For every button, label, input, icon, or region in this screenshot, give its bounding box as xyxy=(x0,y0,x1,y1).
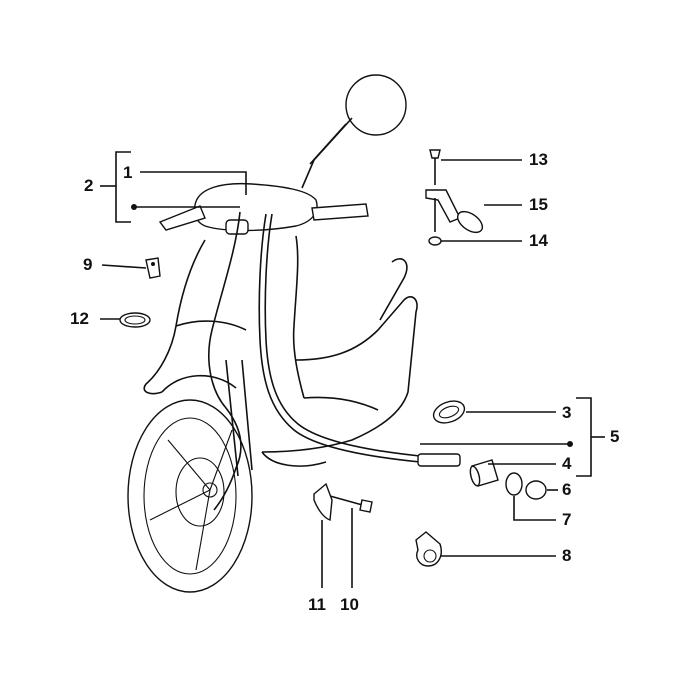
cap-6 xyxy=(525,480,547,500)
callout-6: 6 xyxy=(562,480,572,499)
front-shield-right xyxy=(292,235,305,399)
floor-edge xyxy=(303,396,379,411)
band-clamp-3 xyxy=(432,400,466,424)
bracket-15-knob xyxy=(456,210,484,234)
callout-5: 5 xyxy=(610,427,620,446)
right-grip xyxy=(311,203,369,221)
front-shield-left xyxy=(143,239,206,395)
band-clamp-12 xyxy=(119,312,151,328)
bracket-15 xyxy=(425,189,461,223)
bolt-10-head xyxy=(359,499,373,513)
front-fender xyxy=(161,374,237,393)
callout-2: 2 xyxy=(84,176,94,195)
left-grip xyxy=(158,205,206,231)
callout-10: 10 xyxy=(340,595,359,614)
clip-9-hole xyxy=(151,262,155,266)
front-tire xyxy=(127,399,253,593)
callout-11: 11 xyxy=(308,595,326,614)
bracket-2 xyxy=(115,151,131,223)
mirror-stem xyxy=(301,117,353,189)
callout-15: 15 xyxy=(529,195,548,214)
bracket-11 xyxy=(313,482,333,521)
clip-9 xyxy=(145,257,161,279)
leader-7 xyxy=(513,496,556,521)
front-rim xyxy=(143,417,237,575)
mirror-stem-edge xyxy=(309,123,347,165)
nut-14 xyxy=(428,236,442,246)
cable-end-fitting xyxy=(417,453,461,467)
leader-1 xyxy=(140,171,247,195)
band-clamp-12-inner xyxy=(124,315,146,325)
loose-parts xyxy=(119,149,547,567)
mirror-head xyxy=(345,74,407,136)
callout-1: 1 xyxy=(123,163,133,182)
bushing-7 xyxy=(505,472,523,496)
callout-8: 8 xyxy=(562,546,572,565)
brake-disc xyxy=(175,457,225,527)
cable-5 xyxy=(258,213,421,463)
underbody xyxy=(261,451,327,467)
leader-lines xyxy=(100,151,605,588)
callout-14: 14 xyxy=(529,231,548,250)
cable-5-edge xyxy=(264,213,421,457)
leader-9 xyxy=(101,264,147,269)
wheel-spokes xyxy=(149,429,233,571)
band-clamp-3-inner xyxy=(438,405,460,419)
callout-9: 9 xyxy=(83,255,93,274)
seat-nose xyxy=(379,258,408,321)
shield-crease xyxy=(175,320,247,331)
sleeve-4-end xyxy=(469,465,481,487)
callout-4: 4 xyxy=(562,454,572,473)
callout-7: 7 xyxy=(562,510,572,529)
callout-3: 3 xyxy=(562,403,572,422)
clamp-8 xyxy=(415,531,442,567)
screw-13 xyxy=(429,149,441,159)
wheel-hub xyxy=(202,482,218,498)
bolt-10-shaft xyxy=(329,495,367,507)
cable-1 xyxy=(208,211,242,511)
callout-13: 13 xyxy=(529,150,548,169)
callout-12: 12 xyxy=(70,309,89,328)
scooter-illustration xyxy=(127,74,461,593)
clamp-8-hole xyxy=(423,549,437,563)
rear-body xyxy=(261,296,418,453)
bracket-5 xyxy=(576,397,592,477)
